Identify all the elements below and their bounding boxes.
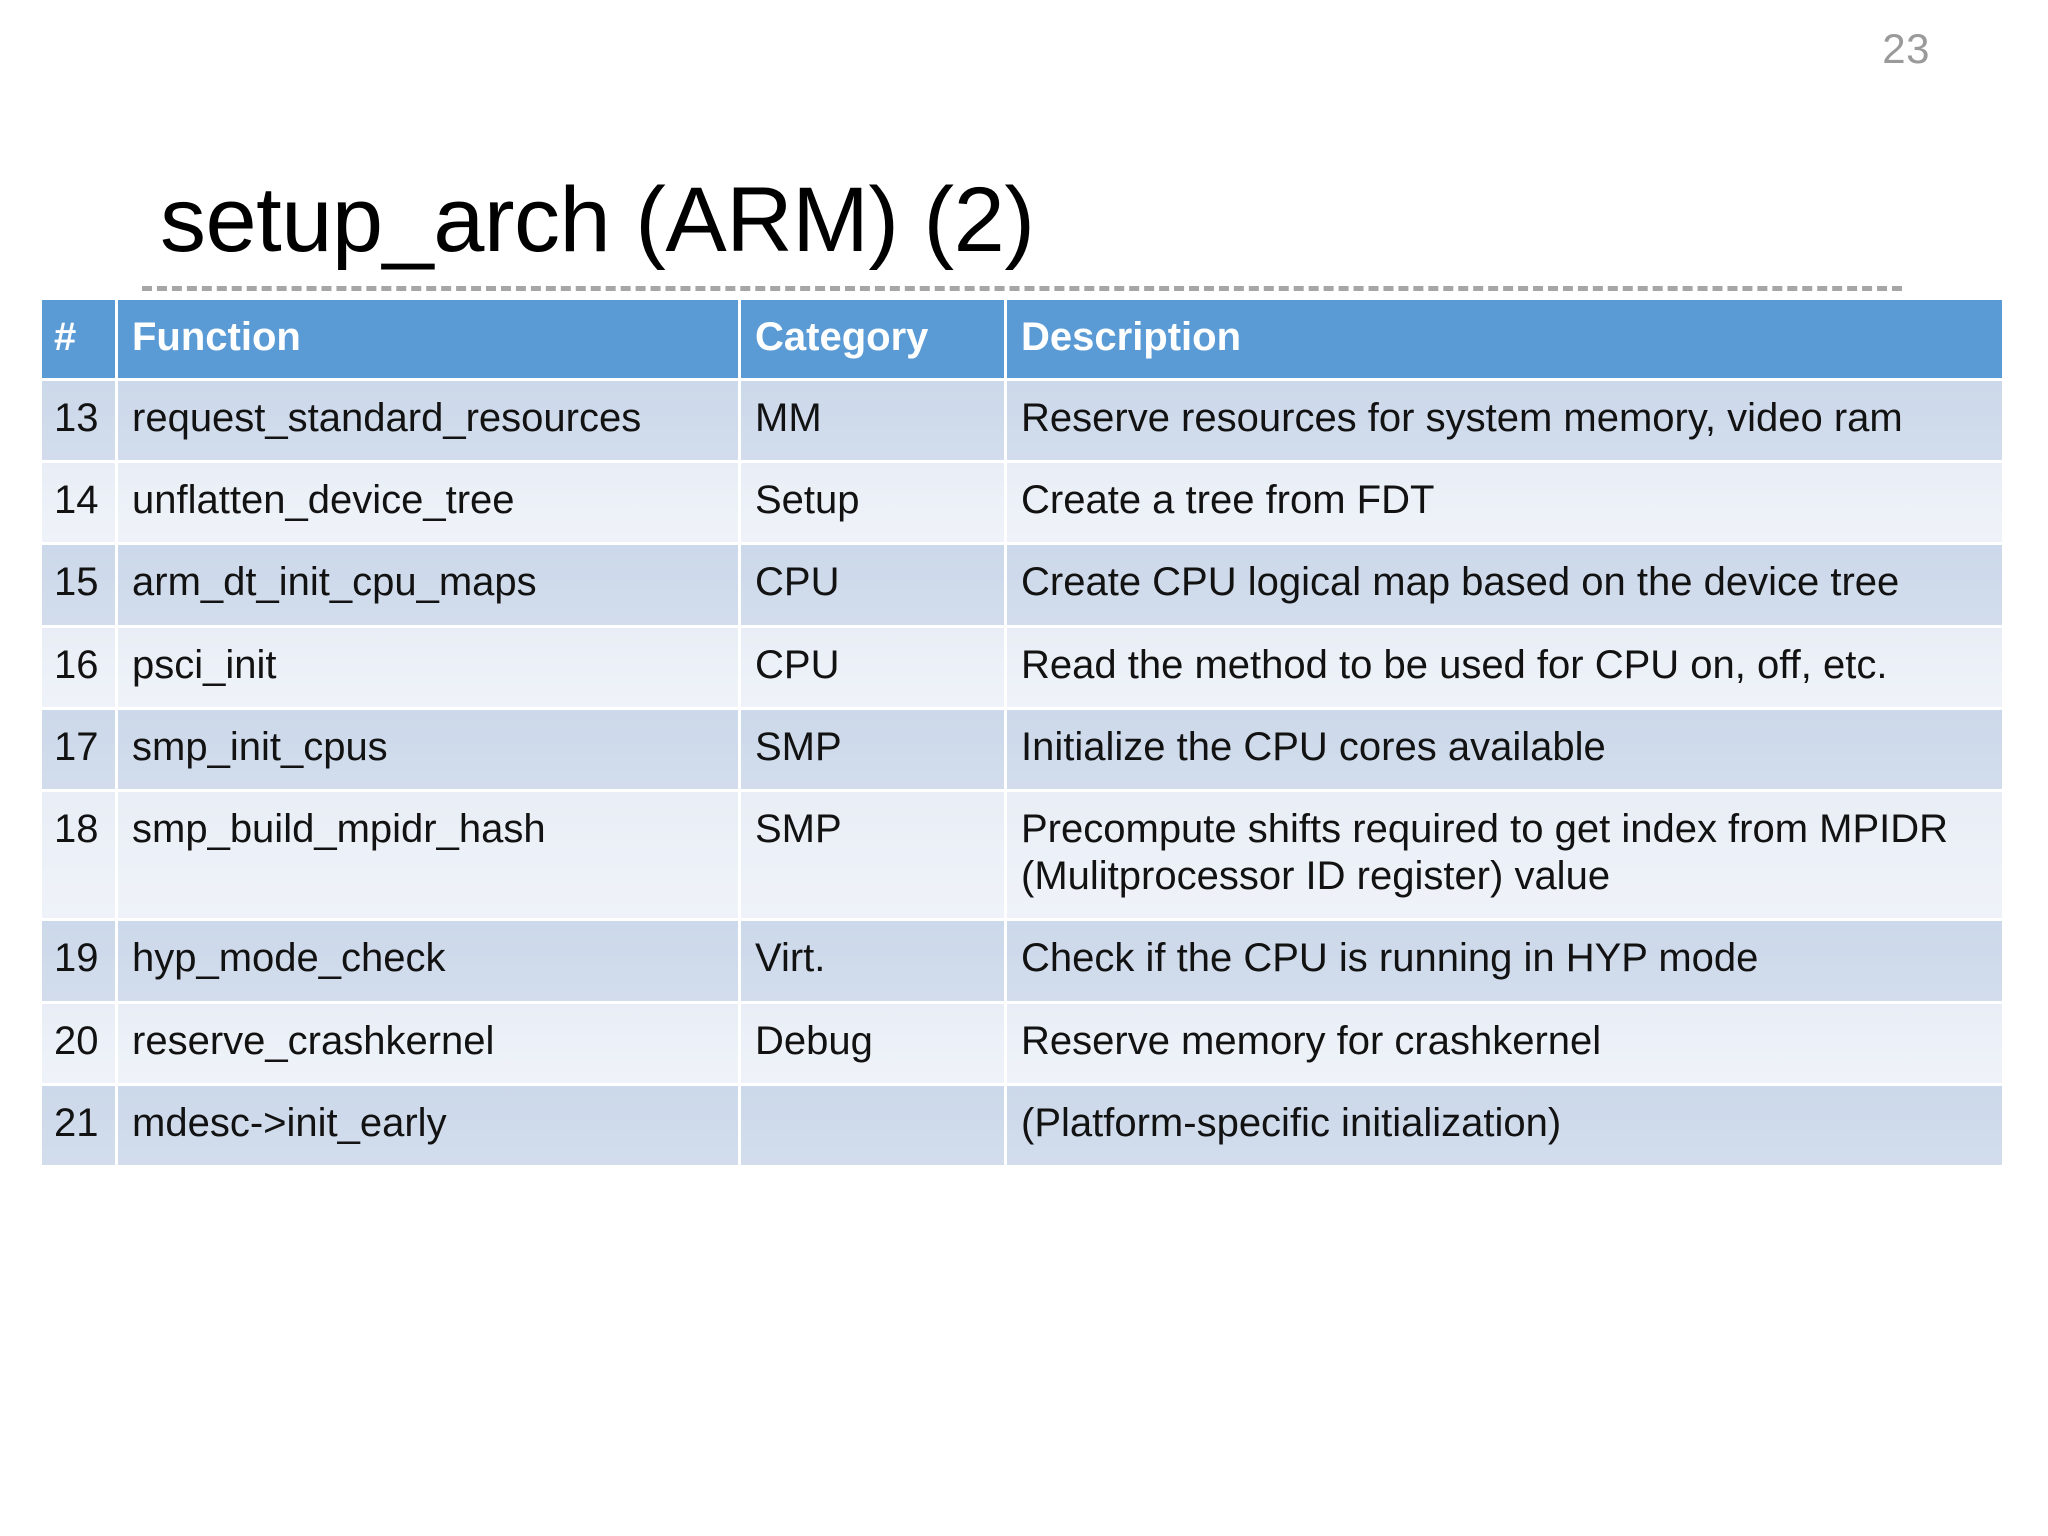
cell-description: Create CPU logical map based on the devi… — [1007, 545, 2002, 625]
column-header-category: Category — [741, 300, 1004, 378]
cell-category: Virt. — [741, 921, 1004, 1001]
table-row: 18 smp_build_mpidr_hash SMP Precompute s… — [42, 791, 2002, 919]
cell-function: hyp_mode_check — [118, 921, 738, 1001]
cell-description: Create a tree from FDT — [1007, 463, 2002, 543]
table-body: 13 request_standard_resources MM Reserve… — [42, 381, 2002, 1165]
cell-function: psci_init — [118, 627, 738, 707]
cell-category: Setup — [741, 463, 1004, 543]
cell-description: Precompute shifts required to get index … — [1007, 791, 2002, 919]
setup-arch-function-table: # Function Category Description 13 reque… — [39, 297, 2005, 1168]
cell-category: CPU — [741, 545, 1004, 625]
column-header-function: Function — [118, 300, 738, 378]
table-header-row: # Function Category Description — [42, 300, 2002, 378]
cell-description: Read the method to be used for CPU on, o… — [1007, 627, 2002, 707]
cell-function: smp_init_cpus — [118, 709, 738, 789]
cell-function: smp_build_mpidr_hash — [118, 791, 738, 919]
column-header-description: Description — [1007, 300, 2002, 378]
table-row: 15 arm_dt_init_cpu_maps CPU Create CPU l… — [42, 545, 2002, 625]
cell-number: 19 — [42, 921, 115, 1001]
cell-number: 17 — [42, 709, 115, 789]
cell-description: Reserve resources for system memory, vid… — [1007, 381, 2002, 461]
cell-category: SMP — [741, 709, 1004, 789]
table-row: 21 mdesc->init_early (Platform-specific … — [42, 1085, 2002, 1165]
title-divider — [142, 286, 1902, 291]
cell-function: request_standard_resources — [118, 381, 738, 461]
slide-number: 23 — [1882, 25, 1930, 72]
cell-description: Reserve memory for crashkernel — [1007, 1003, 2002, 1083]
cell-category: SMP — [741, 791, 1004, 919]
cell-number: 13 — [42, 381, 115, 461]
cell-number: 18 — [42, 791, 115, 919]
cell-number: 14 — [42, 463, 115, 543]
cell-category: Debug — [741, 1003, 1004, 1083]
table-row: 14 unflatten_device_tree Setup Create a … — [42, 463, 2002, 543]
column-header-number: # — [42, 300, 115, 378]
table-row: 13 request_standard_resources MM Reserve… — [42, 381, 2002, 461]
table-header: # Function Category Description — [42, 300, 2002, 378]
table-row: 16 psci_init CPU Read the method to be u… — [42, 627, 2002, 707]
cell-function: unflatten_device_tree — [118, 463, 738, 543]
function-table-wrapper: # Function Category Description 13 reque… — [42, 300, 2002, 1165]
cell-category — [741, 1085, 1004, 1165]
table-row: 19 hyp_mode_check Virt. Check if the CPU… — [42, 921, 2002, 1001]
cell-category: MM — [741, 381, 1004, 461]
table-row: 20 reserve_crashkernel Debug Reserve mem… — [42, 1003, 2002, 1083]
cell-description: Initialize the CPU cores available — [1007, 709, 2002, 789]
cell-description: (Platform-specific initialization) — [1007, 1085, 2002, 1165]
cell-number: 20 — [42, 1003, 115, 1083]
cell-function: arm_dt_init_cpu_maps — [118, 545, 738, 625]
cell-number: 15 — [42, 545, 115, 625]
table-row: 17 smp_init_cpus SMP Initialize the CPU … — [42, 709, 2002, 789]
cell-function: mdesc->init_early — [118, 1085, 738, 1165]
cell-category: CPU — [741, 627, 1004, 707]
cell-function: reserve_crashkernel — [118, 1003, 738, 1083]
cell-number: 16 — [42, 627, 115, 707]
cell-description: Check if the CPU is running in HYP mode — [1007, 921, 2002, 1001]
page-title: setup_arch (ARM) (2) — [160, 168, 1035, 271]
cell-number: 21 — [42, 1085, 115, 1165]
